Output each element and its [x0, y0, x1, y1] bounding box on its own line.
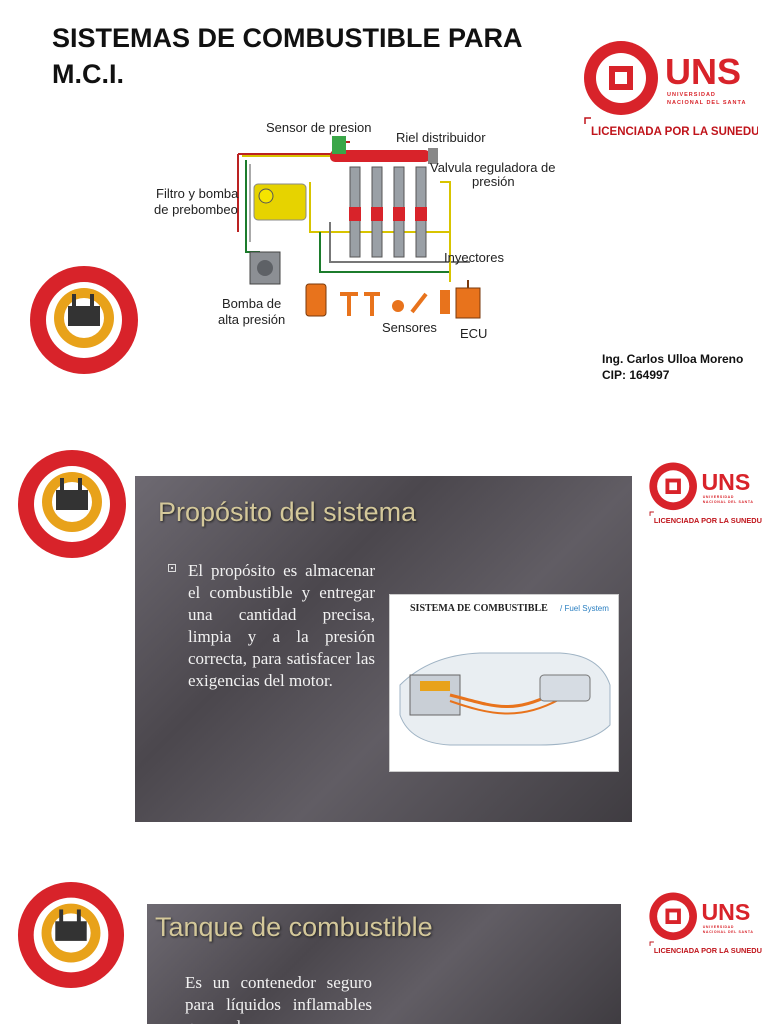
uns-logo-2: UNS UNIVERSIDAD NACIONAL DEL SANTA LICEN… — [649, 462, 762, 525]
bullet-tank: Es un contenedor seguro para líquidos in… — [185, 972, 372, 1024]
label-pump-2: alta presión — [218, 312, 285, 327]
uns-logo-3: UNS UNIVERSIDAD NACIONAL DEL SANTA LICEN… — [649, 892, 762, 955]
svg-text:LICENCIADA POR LA SUNEDU: LICENCIADA POR LA SUNEDU — [654, 946, 762, 955]
label-filter-1: Filtro y bomba — [156, 186, 239, 201]
slide-title-purpose: Propósito del sistema — [158, 497, 417, 527]
slide-tank — [147, 904, 621, 1024]
svg-text:UNS: UNS — [701, 899, 750, 925]
label-rail: Riel distribuidor — [396, 130, 486, 145]
svg-text:UNIVERSIDAD: UNIVERSIDAD — [703, 495, 734, 499]
licensed-label: LICENCIADA POR LA SUNEDU — [591, 126, 758, 138]
uns-sub-2: NACIONAL DEL SANTA — [667, 100, 746, 106]
label-filter-2: de prebombeo — [154, 202, 238, 217]
label-pump-1: Bomba de — [222, 296, 281, 311]
label-sensors: Sensores — [382, 320, 437, 335]
label-injectors: Inyectores — [444, 250, 504, 265]
page-title: SISTEMAS DE COMBUSTIBLE PARA M.C.I. — [52, 23, 522, 89]
rail-shape — [330, 150, 430, 162]
bullet-purpose: El propósito es almacenar el combustible… — [168, 560, 375, 692]
svg-text:LICENCIADA POR LA SUNEDU: LICENCIADA POR LA SUNEDU — [654, 516, 762, 525]
figure-heading: SISTEMA DE COMBUSTIBLE — [410, 603, 548, 614]
author-cip: CIP: 164997 — [602, 368, 670, 382]
uns-logo: UNS UNIVERSIDAD NACIONAL DEL SANTA LICEN… — [584, 41, 758, 138]
label-sensor: Sensor de presion — [266, 120, 372, 135]
svg-text:NACIONAL DEL SANTA: NACIONAL DEL SANTA — [703, 930, 754, 934]
mech-eng-logo-2 — [18, 450, 126, 558]
author-name: Ing. Carlos Ulloa Moreno — [602, 352, 744, 366]
svg-text:NACIONAL DEL SANTA: NACIONAL DEL SANTA — [703, 500, 754, 504]
fuel-system-diagram: Sensor de presion Riel distribuidor Valv… — [154, 120, 556, 341]
label-valve-1: Valvula reguladora de — [430, 160, 556, 175]
mech-eng-logo-3 — [17, 881, 125, 989]
uns-sub-1: UNIVERSIDAD — [667, 92, 716, 98]
pressure-sensor-shape — [332, 136, 346, 154]
author-block: Ing. Carlos Ulloa Moreno CIP: 164997 — [602, 351, 743, 383]
bullet-icon — [168, 564, 176, 572]
bullet-tank-text: Es un contenedor seguro para líquidos in… — [185, 973, 372, 1024]
figure-heading-sub: / Fuel System — [560, 604, 609, 613]
uns-wordmark: UNS — [665, 51, 741, 92]
bullet-purpose-text: El propósito es almacenar el combustible… — [188, 561, 375, 690]
fuel-system-figure: SISTEMA DE COMBUSTIBLE / Fuel System — [389, 594, 619, 772]
svg-text:UNS: UNS — [701, 469, 750, 495]
slide-title-tank: Tanque de combustible — [155, 912, 433, 942]
label-ecu: ECU — [460, 326, 487, 341]
mech-eng-logo — [30, 266, 138, 374]
svg-text:UNIVERSIDAD: UNIVERSIDAD — [703, 925, 734, 929]
label-valve-2: presión — [472, 174, 515, 189]
